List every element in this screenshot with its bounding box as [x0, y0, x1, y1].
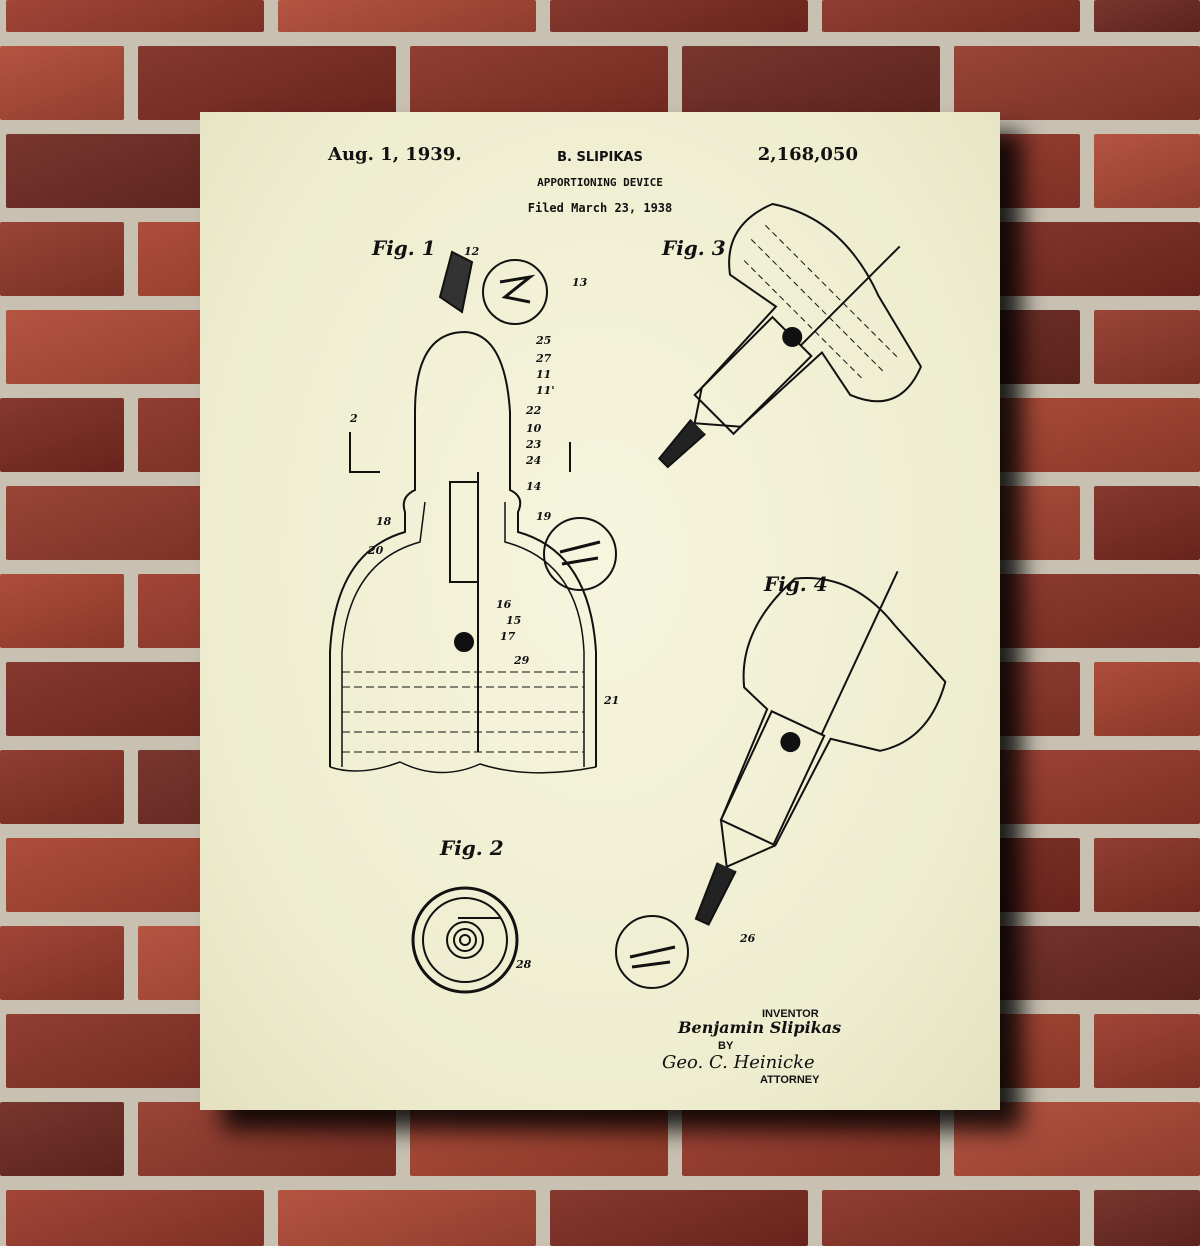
- brick: [0, 750, 124, 824]
- fig4-drawing: [694, 570, 947, 926]
- inventor-name: Benjamin Slipikas: [678, 1018, 842, 1037]
- brick: [0, 926, 124, 1000]
- brick: [682, 1102, 940, 1176]
- inventor-label: INVENTOR: [762, 1008, 819, 1020]
- ref-numeral: 25: [536, 334, 552, 347]
- ref-numeral: 19: [536, 510, 552, 523]
- fig3-detail-circle: [543, 517, 617, 591]
- fig1-label: Fig. 1: [372, 236, 436, 260]
- fig2-label: Fig. 2: [440, 836, 504, 860]
- inventor-header: B. SLIPIKAS: [557, 150, 643, 165]
- fig3-label: Fig. 3: [662, 236, 726, 260]
- brick: [138, 1102, 396, 1176]
- attorney-signature: Geo. C. Heinicke: [662, 1052, 815, 1073]
- fig4-label: Fig. 4: [764, 572, 828, 596]
- brick: [278, 0, 536, 32]
- brick: [1094, 838, 1200, 912]
- ref-numeral: 28: [516, 958, 532, 971]
- ref-numeral: 11': [536, 384, 555, 397]
- brick: [410, 1102, 668, 1176]
- ref-numeral: 22: [526, 404, 542, 417]
- ref-numeral: 14: [526, 480, 542, 493]
- brick: [550, 0, 808, 32]
- brick: [954, 1102, 1200, 1176]
- brick: [138, 46, 396, 120]
- brick: [0, 398, 124, 472]
- ref-numeral: 26: [740, 932, 756, 945]
- ref-numeral: 23: [526, 438, 542, 451]
- ref-numeral: 27: [536, 352, 552, 365]
- brick: [682, 46, 940, 120]
- patent-drawings: [329, 202, 947, 994]
- ref-numeral: 10: [526, 422, 542, 435]
- patent-poster: Aug. 1, 1939. B. SLIPIKAS 2,168,050 APPO…: [200, 112, 1000, 1110]
- brick: [822, 0, 1080, 32]
- brick: [0, 1102, 124, 1176]
- patent-number: 2,168,050: [757, 144, 858, 165]
- ref-numeral: 17: [500, 630, 516, 643]
- brick: [822, 1190, 1080, 1246]
- ref-numeral: 20: [368, 544, 384, 557]
- fig3-drawing: [657, 202, 923, 469]
- brick: [1094, 0, 1200, 32]
- fig2-drawing: [411, 886, 519, 994]
- brick: [278, 1190, 536, 1246]
- brick: [0, 222, 124, 296]
- ref-numeral: 11: [536, 368, 552, 381]
- brick: [1094, 134, 1200, 208]
- brick: [1094, 1014, 1200, 1088]
- ref-numeral: 15: [506, 614, 522, 627]
- brick: [1094, 662, 1200, 736]
- fig4-detail-circle: [615, 915, 689, 989]
- brick: [0, 574, 124, 648]
- fig1-drawing: [329, 250, 597, 774]
- brick: [1094, 1190, 1200, 1246]
- brick: [1094, 486, 1200, 560]
- ref-numeral: 16: [496, 598, 512, 611]
- ref-numeral: 13: [572, 276, 588, 289]
- brick: [550, 1190, 808, 1246]
- brick: [6, 1190, 264, 1246]
- brick: [954, 46, 1200, 120]
- ref-numeral: 18: [376, 515, 392, 528]
- patent-title: APPORTIONING DEVICE: [537, 176, 663, 189]
- brick: [1094, 310, 1200, 384]
- attorney-label: ATTORNEY: [760, 1074, 820, 1086]
- ref-numeral: 2: [350, 412, 358, 425]
- ref-numeral: 24: [526, 454, 542, 467]
- by-label: BY: [718, 1040, 734, 1052]
- brick: [0, 46, 124, 120]
- brick: [6, 0, 264, 32]
- patent-date: Aug. 1, 1939.: [328, 144, 462, 165]
- ref-numeral: 29: [514, 654, 530, 667]
- ref-numeral: 21: [604, 694, 620, 707]
- ref-numeral: 12: [464, 245, 480, 258]
- filed-date: Filed March 23, 1938: [527, 201, 673, 215]
- brick: [410, 46, 668, 120]
